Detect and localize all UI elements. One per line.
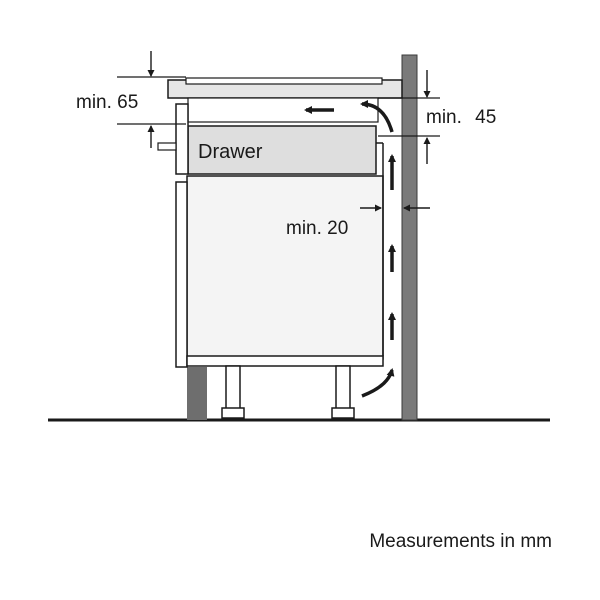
dim-20-label: min. 20 <box>286 218 348 239</box>
cabinet-front-panel <box>175 181 188 368</box>
airflow-arrow <box>361 368 395 398</box>
cabinet-leg-left <box>225 365 241 411</box>
cabinet-body <box>186 175 384 360</box>
drawer-label: Drawer <box>198 141 263 163</box>
cabinet-base <box>186 355 384 367</box>
dim-65-label: min. 65 <box>76 92 138 113</box>
hob-glass <box>185 77 383 85</box>
cabinet-leg-left-foot <box>221 407 245 419</box>
hob-body <box>187 97 379 123</box>
plinth <box>187 367 207 420</box>
airflow-arrow <box>360 100 394 133</box>
drawer-handle <box>157 142 177 151</box>
cabinet-leg-right <box>335 365 351 411</box>
wall <box>401 54 418 421</box>
drawer-front-edge <box>175 103 189 175</box>
drawer <box>187 125 377 175</box>
dim-45-label: min. 45 <box>426 107 496 128</box>
measurements-caption: Measurements in mm <box>369 531 552 552</box>
cabinet-leg-right-foot <box>331 407 355 419</box>
